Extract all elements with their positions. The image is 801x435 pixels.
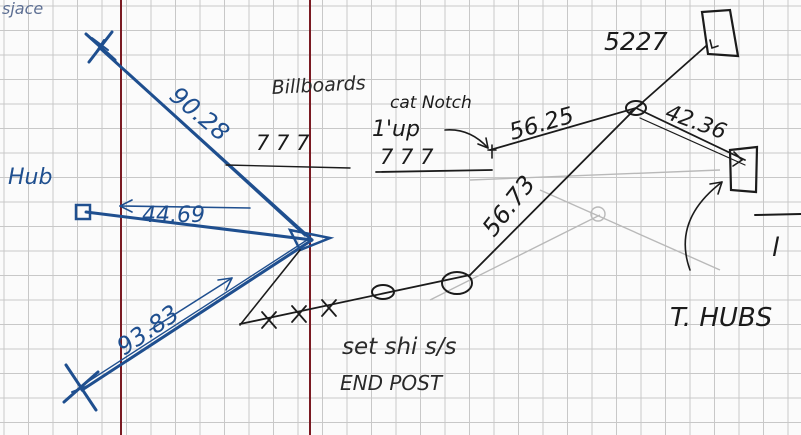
line-post-to-node [469,107,637,276]
measurement-hub: 44.69 [142,203,205,228]
line-node-to-right-box [635,107,746,161]
label-set-shi: set shi s/s [342,334,456,360]
label-billboards: Billboards [271,72,366,99]
t-hubs-arrow [684,181,723,271]
line-posts [239,274,471,325]
blue-ink [62,30,335,412]
measurement-right: 42.36 [662,100,730,145]
label-777-right: 7 7 7 [380,145,434,169]
label-cat-notch: cat Notch [390,93,472,113]
box-right [728,145,759,194]
label-end-post: END POST [340,371,444,395]
label-up: 1'up [372,117,420,142]
label-777-left: 7 7 7 [256,131,310,155]
post-oval-large [441,271,473,295]
measurement-centre-lower: 56.73 [477,170,541,241]
line-apex-to-post [239,249,301,326]
measurement-centre-upper: 56.25 [506,103,576,146]
box-top-right [700,8,740,58]
hub-square [74,203,92,221]
label-right-edge-mark: l [772,233,780,263]
line-hub-to-apex [84,210,314,242]
x-marks-fence [261,299,337,329]
post-oval-small [371,284,395,300]
line-node-to-top-right [635,45,707,109]
node-circle [625,100,647,116]
apex-arrow [287,228,335,252]
measurement-top-right: 5227 [604,27,668,56]
label-hub: Hub [8,165,52,190]
line-notch-to-node [489,107,637,151]
black-ink [225,8,801,329]
line-bottom-to-apex [80,238,314,392]
pencil-sketch [429,169,721,301]
label-t-hubs: T. HUBS [670,303,772,333]
x-marker-bottom-left [62,363,100,412]
label-top-left-fragment: sjace [2,0,43,18]
